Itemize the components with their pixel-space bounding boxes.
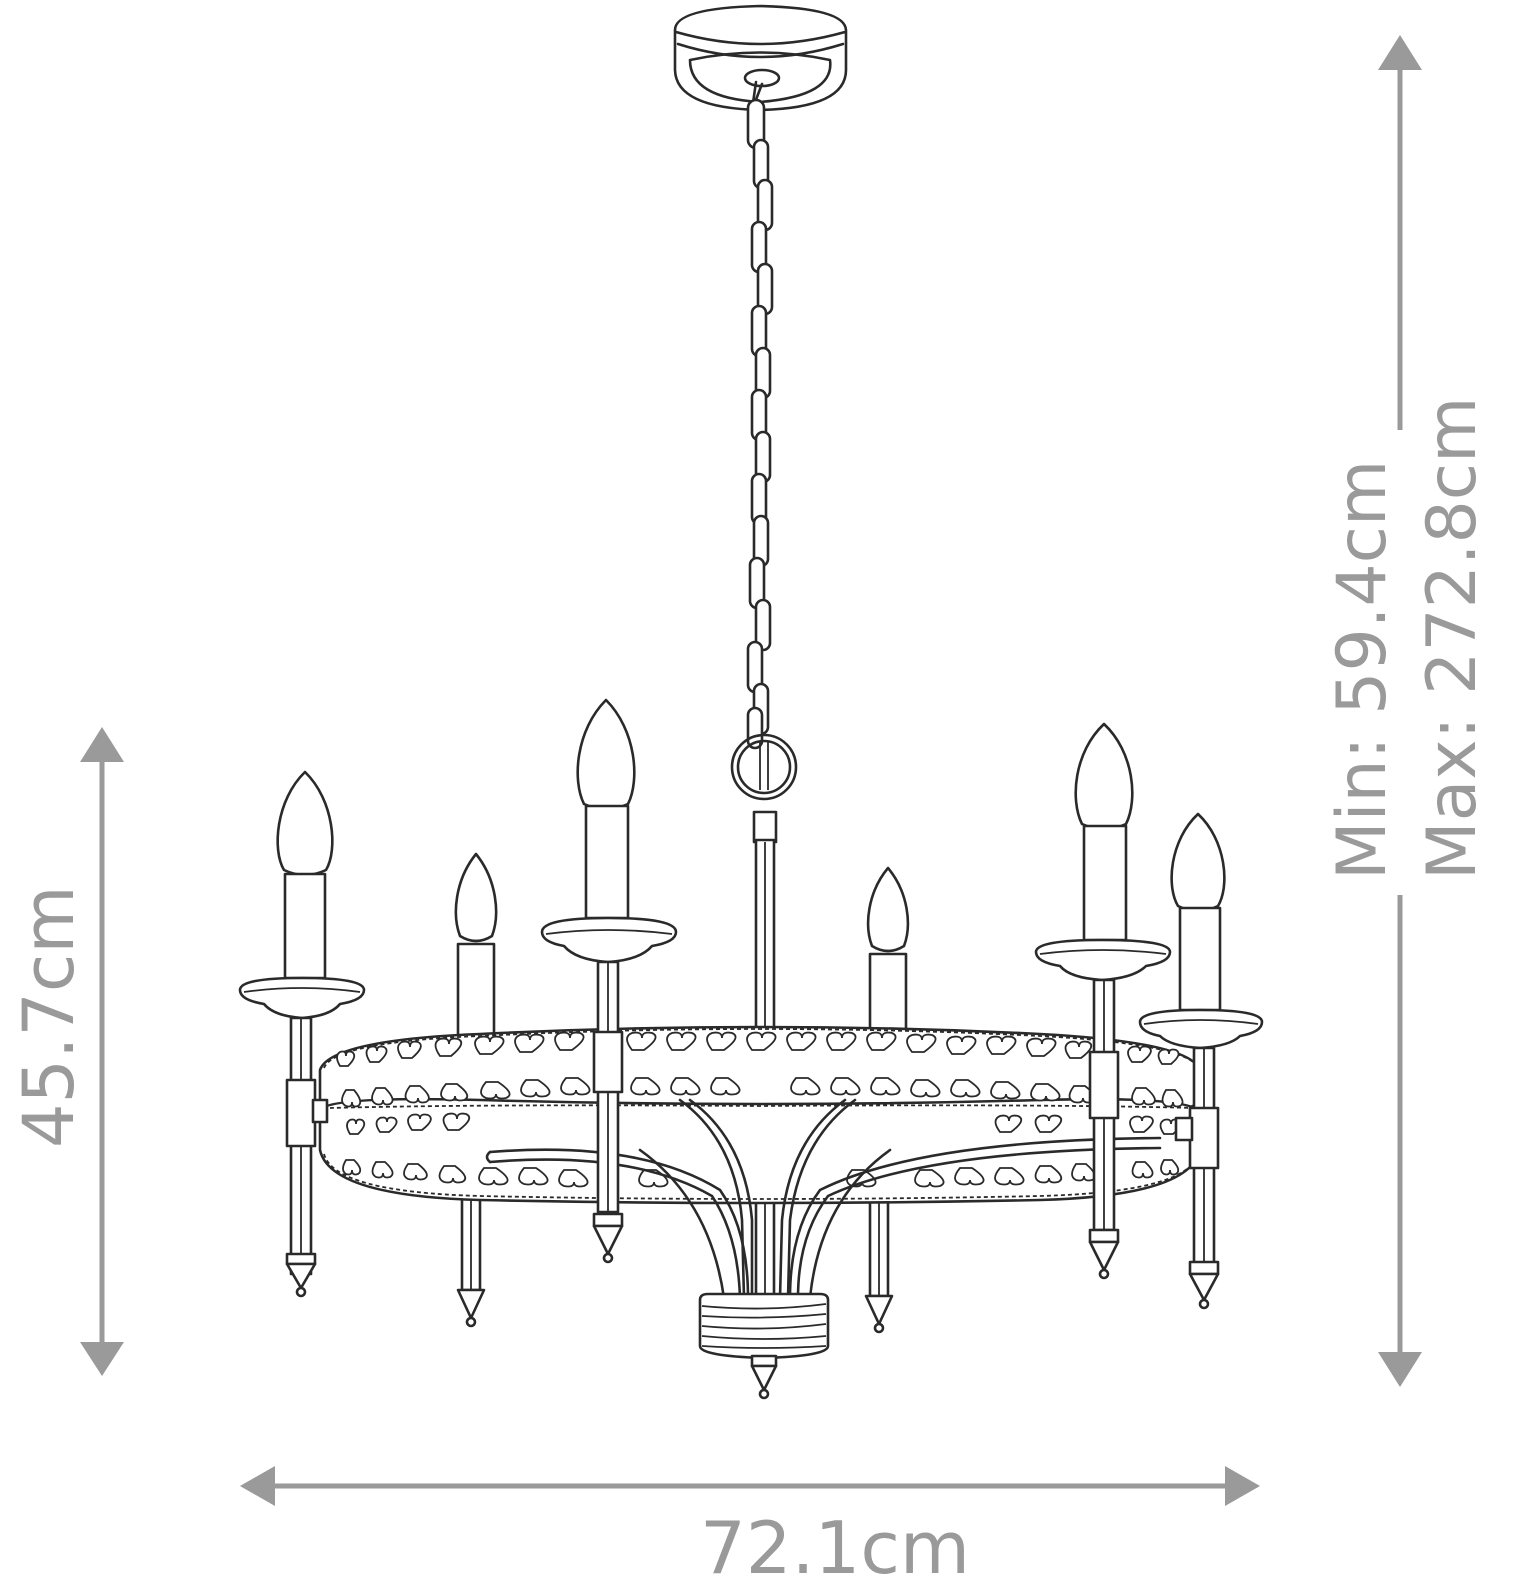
width-dimension-line: [240, 1466, 1260, 1506]
overall-height-dimension-labels: Min: 59.4cm Max: 272.8cm: [1318, 397, 1498, 880]
height-dimension-label: 45.7cm: [8, 885, 90, 1148]
candle-bulb: [866, 866, 910, 953]
max-height-label: Max: 272.8cm: [1413, 396, 1492, 880]
arrow-up-icon: [80, 727, 124, 762]
min-height-label: Min: 59.4cm: [1323, 459, 1402, 880]
heart-row-3: [346, 1112, 1182, 1135]
candle-arm-front-center-left: [540, 698, 678, 1264]
height-dimension-line: [80, 727, 124, 1376]
candle-bulb: [454, 852, 498, 943]
support-arms: [485, 1098, 1162, 1300]
bottom-hub: [698, 1292, 830, 1360]
candle-bulb: [576, 698, 636, 811]
arrow-left-icon: [240, 1466, 275, 1506]
chain: [746, 80, 774, 750]
heart-pattern-ring: [318, 1025, 1202, 1205]
candle-bulb: [1074, 722, 1134, 831]
candle-arm-front-left: [238, 770, 366, 1298]
width-dimension-label: 72.1cm: [700, 1506, 971, 1590]
suspension-ring: [730, 733, 798, 801]
ceiling-canopy: [673, 4, 848, 112]
arrow-up-icon: [1378, 35, 1422, 70]
arrow-right-icon: [1225, 1466, 1260, 1506]
overall-height-dimension-line: [1378, 35, 1422, 1387]
chandelier-dimension-diagram: [80, 4, 1422, 1506]
heart-row-4: [342, 1159, 1180, 1188]
candle-bulb: [276, 770, 334, 877]
candle-arm-front-center-right: [1034, 722, 1172, 1280]
dimension-lines: [80, 35, 1422, 1506]
candle-arm-front-right: [1138, 812, 1264, 1310]
arrow-down-icon: [80, 1342, 124, 1376]
candle-arm-back-right: [864, 866, 910, 1334]
arrow-down-icon: [1378, 1352, 1422, 1387]
heart-row-1: [336, 1031, 1180, 1067]
bottom-finial: [750, 1354, 778, 1400]
candle-bulb: [1170, 812, 1226, 913]
